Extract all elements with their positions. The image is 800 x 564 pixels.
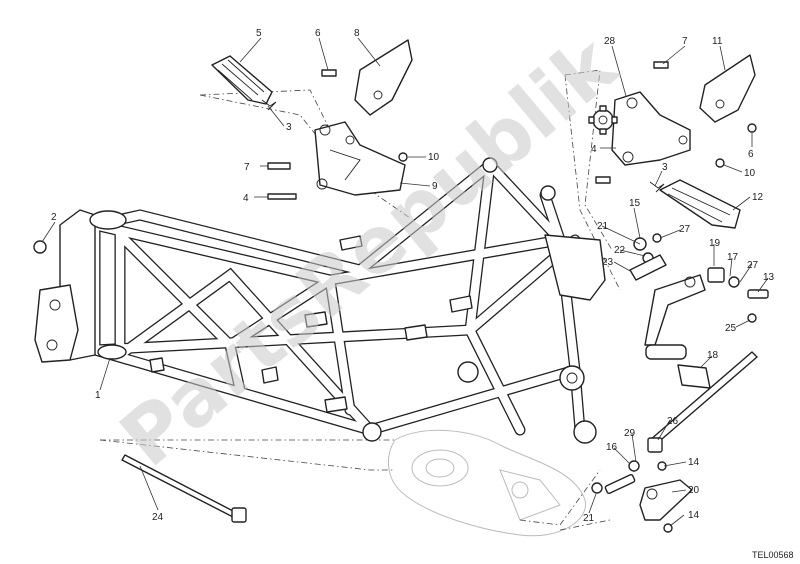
left-footpeg [211, 55, 273, 105]
callout-25: 25 [725, 323, 737, 334]
callout-12: 12 [752, 192, 764, 203]
part-callouts: 5 6 8 3 7 10 4 9 2 1 24 28 7 11 4 6 3 10… [51, 28, 775, 524]
callout-10: 10 [428, 152, 440, 163]
left-heel-guard [354, 39, 413, 116]
callout-21: 21 [597, 221, 609, 232]
callout-9: 9 [432, 181, 438, 192]
pivot-shaft [647, 351, 758, 453]
callout-20: 20 [688, 485, 700, 496]
callout-5: 5 [256, 28, 262, 39]
callout-7-right: 7 [682, 36, 688, 47]
trellis-frame [34, 157, 606, 444]
right-heel-guard [699, 54, 756, 123]
right-footpeg-rubber [677, 364, 711, 389]
callout-14-lower: 14 [688, 510, 700, 521]
engine-mount-bolt [121, 454, 247, 523]
callout-29: 29 [624, 428, 636, 439]
callout-14: 14 [688, 457, 700, 468]
callout-10-right: 10 [744, 168, 756, 179]
callout-22: 22 [614, 245, 626, 256]
callout-19: 19 [709, 238, 721, 249]
callout-15: 15 [629, 198, 641, 209]
right-footpeg [659, 179, 741, 229]
callout-21-lower: 21 [583, 513, 595, 524]
callout-6: 6 [315, 28, 321, 39]
callout-13: 13 [763, 272, 775, 283]
callout-11: 11 [712, 36, 723, 47]
callout-27-lower: 27 [747, 260, 759, 271]
callout-2: 2 [51, 212, 57, 223]
left-footpeg-bracket [314, 121, 406, 196]
brake-lever-hardware [595, 61, 769, 323]
callout-4: 4 [243, 193, 249, 204]
right-footpeg-bracket [611, 91, 691, 166]
gear-icon [588, 105, 618, 135]
callout-1: 1 [95, 390, 101, 401]
callout-8: 8 [354, 28, 360, 39]
callout-23: 23 [602, 257, 614, 268]
diagram-code: TEL00568 [752, 550, 794, 560]
callout-26: 26 [667, 416, 679, 427]
callout-7: 7 [244, 162, 250, 173]
callout-18: 18 [707, 350, 719, 361]
callout-16: 16 [606, 442, 618, 453]
callout-4-right: 4 [591, 144, 597, 155]
callout-27: 27 [679, 224, 691, 235]
brake-lever [644, 274, 706, 360]
engine-ghost-outline [387, 429, 586, 537]
leader-lines [41, 37, 769, 527]
callout-17: 17 [727, 252, 739, 263]
callout-28: 28 [604, 36, 616, 47]
lower-linkage [591, 460, 693, 533]
callout-3-right: 3 [662, 162, 668, 173]
callout-6-right: 6 [748, 149, 754, 160]
callout-3: 3 [286, 122, 292, 133]
callout-24: 24 [152, 512, 164, 523]
